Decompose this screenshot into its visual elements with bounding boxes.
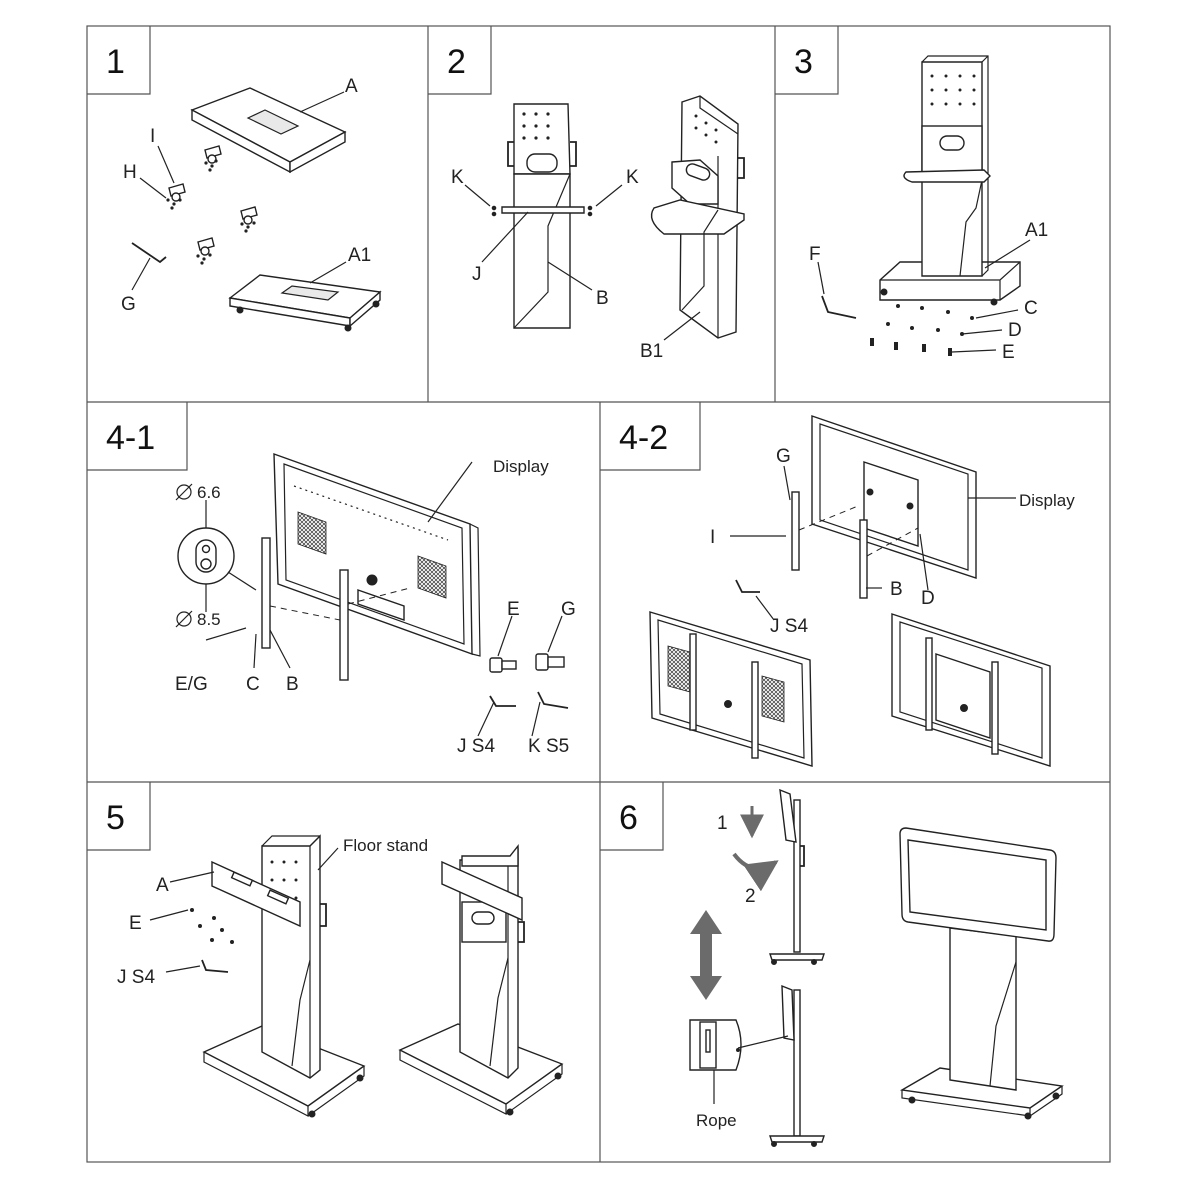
step6-label-2: 2 bbox=[745, 886, 756, 907]
step-6-panel bbox=[689, 788, 1064, 1147]
display-back-top bbox=[791, 415, 977, 599]
stand-assembly bbox=[879, 55, 1021, 306]
step42-label-i: I bbox=[710, 527, 715, 548]
step5-label-e: E bbox=[129, 913, 142, 934]
step41-label-ks5: K S5 bbox=[528, 736, 569, 757]
step-5-panel bbox=[149, 834, 564, 1118]
step-1-number: 1 bbox=[106, 43, 125, 81]
step2-label-k-right: K bbox=[626, 167, 639, 188]
step-5-number: 5 bbox=[106, 799, 125, 837]
allen-key-j-42 bbox=[735, 579, 760, 593]
allen-key-j bbox=[489, 695, 516, 707]
display-back bbox=[273, 452, 481, 657]
step3-label-a1: A1 bbox=[1025, 220, 1048, 241]
step1-label-g: G bbox=[121, 294, 136, 315]
base-plate-a bbox=[190, 87, 347, 174]
step3-label-e: E bbox=[1002, 342, 1015, 363]
screw-g bbox=[535, 653, 565, 671]
grid-frame bbox=[86, 25, 1111, 1163]
step2-label-b1: B1 bbox=[640, 341, 663, 362]
step41-label-e: E bbox=[507, 599, 520, 620]
step6-label-1: 1 bbox=[717, 813, 728, 834]
caster-set bbox=[166, 145, 258, 265]
step2-label-b: B bbox=[596, 288, 609, 309]
bolt-set-e bbox=[190, 908, 234, 944]
step42-label-js4: J S4 bbox=[770, 616, 808, 637]
step42-label-d: D bbox=[921, 588, 935, 609]
rope-detail bbox=[689, 1019, 789, 1104]
pole-top bbox=[769, 788, 825, 965]
display-back-right bbox=[891, 613, 1051, 767]
step-4-2-number: 4-2 bbox=[619, 419, 668, 457]
floor-stand-right bbox=[398, 844, 564, 1116]
step42-label-display: Display bbox=[1019, 491, 1075, 510]
step41-label-display: Display bbox=[493, 457, 549, 476]
allen-key-j-5 bbox=[201, 959, 229, 973]
step41-label-g: G bbox=[561, 599, 576, 620]
step5-label-js4: J S4 bbox=[117, 967, 155, 988]
step42-label-g: G bbox=[776, 446, 791, 467]
hole-detail bbox=[177, 500, 257, 612]
step3-label-f: F bbox=[809, 244, 821, 265]
allen-key-f bbox=[821, 295, 857, 319]
step-2-panel bbox=[464, 95, 745, 341]
step41-label-b: B bbox=[286, 674, 299, 695]
step-4-1-number: 4-1 bbox=[106, 419, 155, 457]
step41-label-dia-66: 6.6 bbox=[197, 483, 221, 502]
step3-label-c: C bbox=[1024, 298, 1038, 319]
floor-stand-left bbox=[202, 834, 366, 1118]
pole-bottom bbox=[769, 984, 825, 1147]
step1-label-a1: A1 bbox=[348, 245, 371, 266]
mounting-brackets bbox=[261, 537, 411, 681]
diameter-icon bbox=[175, 483, 193, 628]
step2-label-j: J bbox=[472, 264, 482, 285]
base-plate-a1 bbox=[228, 274, 382, 332]
step-6-number: 6 bbox=[619, 799, 638, 837]
step41-label-eg: E/G bbox=[175, 674, 208, 695]
step-3-number: 3 bbox=[794, 43, 813, 81]
screw-e bbox=[489, 657, 517, 673]
column-angled bbox=[650, 95, 745, 339]
step41-label-c: C bbox=[246, 674, 260, 695]
step3-label-d: D bbox=[1008, 320, 1022, 341]
step5-label-a: A bbox=[156, 875, 169, 896]
step-4-2-panel bbox=[649, 415, 1051, 767]
bolt-set bbox=[870, 304, 974, 356]
assembled-stand bbox=[899, 827, 1064, 1120]
step1-label-i: I bbox=[150, 126, 155, 147]
step5-label-floor-stand: Floor stand bbox=[343, 836, 428, 855]
step-4-1-panel bbox=[175, 452, 569, 737]
allen-key-k bbox=[537, 691, 569, 709]
step42-label-b: B bbox=[890, 579, 903, 600]
column-front bbox=[491, 103, 593, 329]
step-3-panel bbox=[817, 55, 1031, 356]
step1-label-a: A bbox=[345, 76, 358, 97]
step41-label-js4: J S4 bbox=[457, 736, 495, 757]
allen-key-g bbox=[131, 242, 167, 264]
double-arrow-icon bbox=[690, 910, 722, 1000]
step-1-panel bbox=[131, 87, 382, 332]
step-2-number: 2 bbox=[447, 43, 466, 81]
step1-label-h: H bbox=[123, 162, 137, 183]
step2-label-k-left: K bbox=[451, 167, 464, 188]
step6-label-rope: Rope bbox=[696, 1111, 737, 1130]
step41-label-dia-85: 8.5 bbox=[197, 610, 221, 629]
display-back-left bbox=[649, 611, 813, 767]
curved-arrow-icon bbox=[732, 852, 779, 892]
